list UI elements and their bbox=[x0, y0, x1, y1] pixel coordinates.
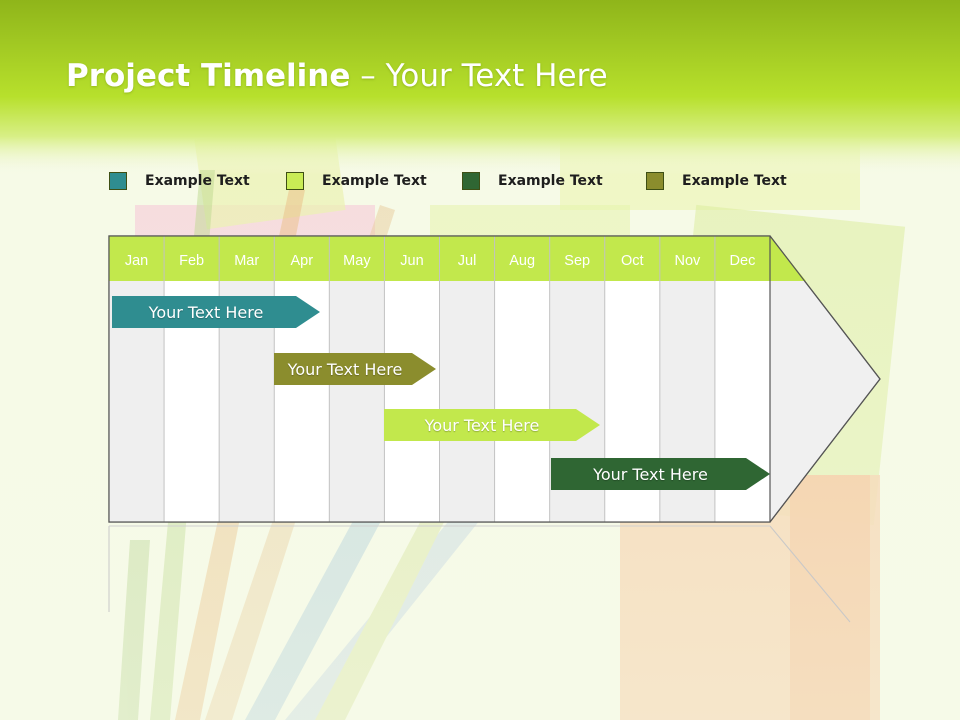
month-label: May bbox=[343, 253, 371, 269]
legend-label: Example Text bbox=[682, 173, 787, 189]
legend-item-4: Example Text bbox=[646, 171, 787, 191]
month-column bbox=[329, 281, 385, 522]
legend-label: Example Text bbox=[322, 173, 427, 189]
month-header-band bbox=[109, 236, 806, 281]
month-label: Feb bbox=[179, 253, 204, 269]
legend-item-3: Example Text bbox=[462, 171, 603, 191]
legend-swatch bbox=[646, 172, 664, 190]
month-label: Sep bbox=[564, 253, 590, 269]
legend-swatch bbox=[109, 172, 127, 190]
month-label: Mar bbox=[234, 253, 259, 269]
month-label: Nov bbox=[674, 253, 701, 269]
task-label: Your Text Here bbox=[287, 359, 403, 379]
month-label: Jul bbox=[458, 253, 477, 269]
legend-item-1: Example Text bbox=[109, 171, 250, 191]
month-column bbox=[439, 281, 495, 522]
month-label: Dec bbox=[730, 253, 756, 269]
legend-label: Example Text bbox=[145, 173, 250, 189]
page-title: Project Timeline – Your Text Here bbox=[66, 58, 608, 94]
legend-item-2: Example Text bbox=[286, 171, 427, 191]
timeline-frame bbox=[108, 235, 771, 523]
task-label: Your Text Here bbox=[424, 415, 540, 435]
task-arrow: Your Text Here bbox=[551, 458, 770, 490]
task-arrow: Your Text Here bbox=[274, 353, 436, 385]
month-label: Aug bbox=[509, 253, 535, 269]
arrow-tip-outline bbox=[769, 235, 881, 523]
legend-swatch bbox=[462, 172, 480, 190]
title-rest: – Your Text Here bbox=[350, 58, 608, 94]
month-label: Oct bbox=[621, 253, 644, 269]
title-bold: Project Timeline bbox=[66, 58, 351, 94]
legend-label: Example Text bbox=[498, 173, 603, 189]
month-column bbox=[494, 281, 550, 522]
month-column bbox=[384, 281, 440, 522]
month-label: Jun bbox=[400, 253, 423, 269]
month-label: Jan bbox=[125, 253, 148, 269]
month-label: Apr bbox=[291, 253, 314, 269]
task-label: Your Text Here bbox=[148, 302, 264, 322]
task-label: Your Text Here bbox=[593, 464, 708, 484]
task-arrow: Your Text Here bbox=[112, 296, 320, 328]
reflection-tip-edge bbox=[769, 525, 851, 623]
legend-swatch bbox=[286, 172, 304, 190]
task-arrow: Your Text Here bbox=[384, 409, 600, 441]
